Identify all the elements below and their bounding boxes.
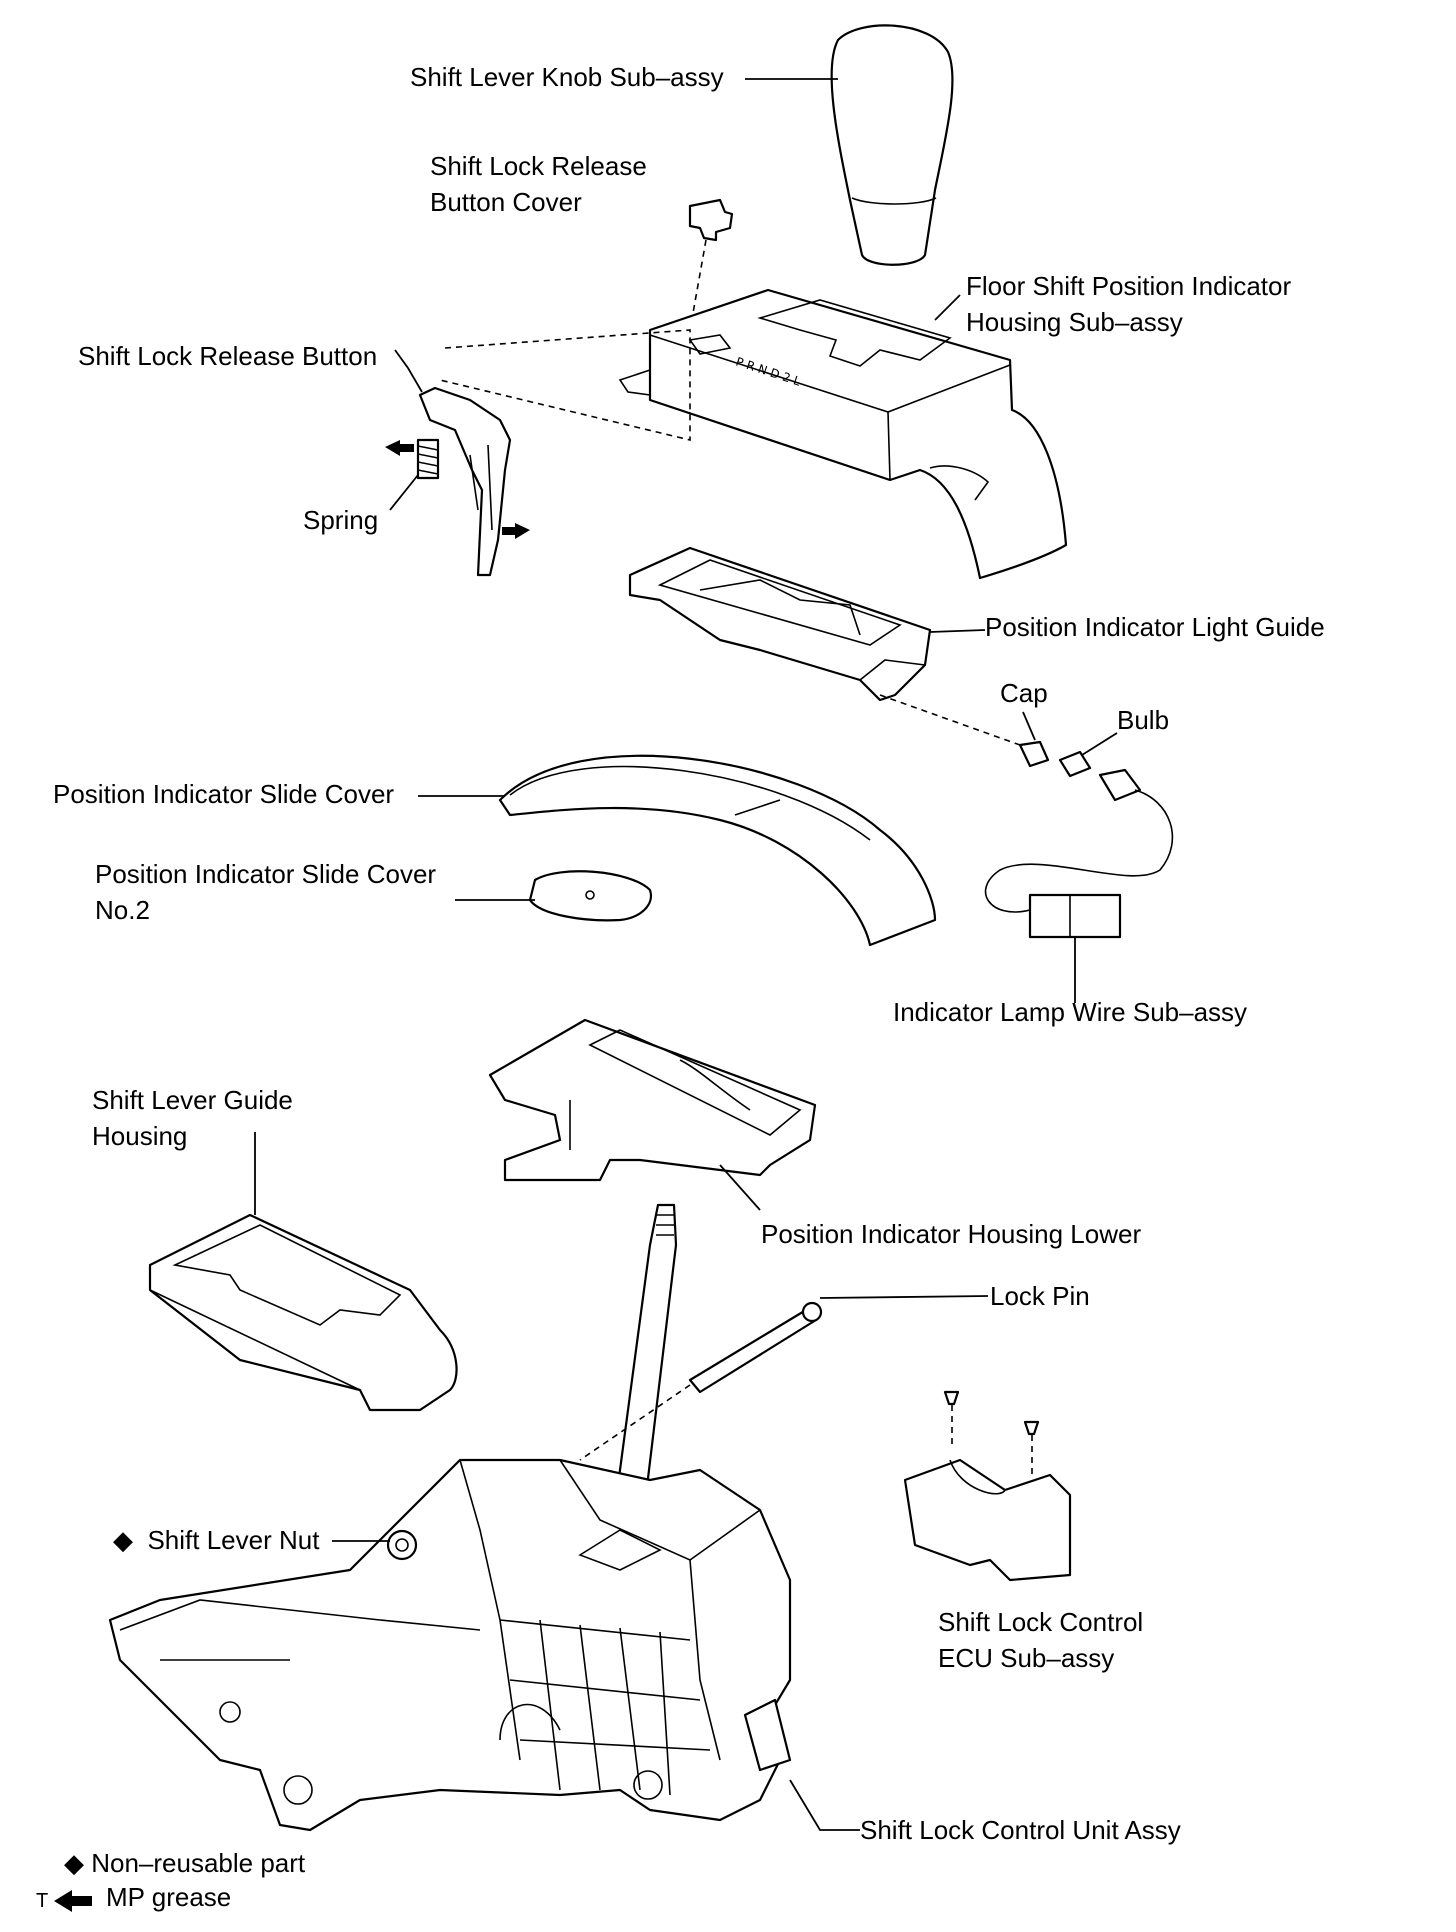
release-button <box>418 386 512 577</box>
label-slide-cover-no2-line1: Position Indicator Slide Cover <box>95 859 437 889</box>
position-indicator-light-guide <box>628 546 932 702</box>
label-shift-lever-knob: Shift Lever Knob Sub–assy <box>410 62 724 92</box>
label-control-unit: Shift Lock Control Unit Assy <box>860 1815 1181 1845</box>
slide-cover-no2 <box>528 870 653 922</box>
bulb <box>1058 750 1092 778</box>
label-release-button: Shift Lock Release Button <box>78 341 378 371</box>
label-floor-shift-line2: Housing Sub–assy <box>966 307 1183 337</box>
label-spring: Spring <box>303 505 379 535</box>
legend-diamond-icon: ◆ <box>64 1848 84 1878</box>
lock-pin <box>579 1301 823 1461</box>
label-ecu-line2: ECU Sub–assy <box>938 1643 1115 1673</box>
label-guide-housing-line1: Shift Lever Guide <box>92 1085 293 1115</box>
position-indicator-housing-lower <box>488 1018 817 1182</box>
floor-shift-indicator-housing: P R N D 2 L <box>618 288 1068 580</box>
label-release-button-cover-line2: Button Cover <box>430 187 582 217</box>
shift-lever-nut <box>386 1529 418 1561</box>
label-lamp-wire: Indicator Lamp Wire Sub–assy <box>893 997 1248 1027</box>
release-button-cover <box>688 198 734 331</box>
shift-lever-knob <box>830 24 954 266</box>
label-light-guide: Position Indicator Light Guide <box>985 612 1325 642</box>
leader-lines <box>254 78 1118 1831</box>
label-lever-nut-text: Shift Lever Nut <box>147 1525 320 1555</box>
legend-non-reusable-text: Non–reusable part <box>91 1848 306 1878</box>
position-indicator-slide-cover <box>498 754 937 947</box>
indicator-lamp-wire <box>984 768 1174 939</box>
legend-grease-text: MP grease <box>106 1882 232 1912</box>
label-lever-nut: ◆ Shift Lever Nut <box>113 1522 319 1558</box>
label-ecu-line1: Shift Lock Control <box>938 1607 1144 1637</box>
shift-lever-guide-housing <box>148 1213 458 1412</box>
non-reusable-diamond-icon: ◆ <box>113 1525 133 1555</box>
legend-grease-arrow-icon <box>54 1890 92 1912</box>
label-housing-lower: Position Indicator Housing Lower <box>761 1219 1142 1249</box>
shift-lock-ecu <box>903 1390 1072 1582</box>
cap <box>1018 740 1050 768</box>
label-cap: Cap <box>1000 678 1048 708</box>
label-slide-cover: Position Indicator Slide Cover <box>53 779 395 809</box>
label-guide-housing-line2: Housing <box>92 1121 188 1151</box>
legend-grease-prefix: T <box>36 1890 49 1912</box>
label-bulb: Bulb <box>1117 705 1170 735</box>
label-slide-cover-no2-line2: No.2 <box>95 895 150 925</box>
label-release-button-cover-line1: Shift Lock Release <box>430 151 647 181</box>
label-floor-shift-line1: Floor Shift Position Indicator <box>966 271 1292 301</box>
shift-lever-base <box>108 1458 792 1832</box>
label-lock-pin: Lock Pin <box>990 1281 1090 1311</box>
spring <box>385 438 530 539</box>
legend-non-reusable: ◆ Non–reusable part <box>64 1845 305 1881</box>
